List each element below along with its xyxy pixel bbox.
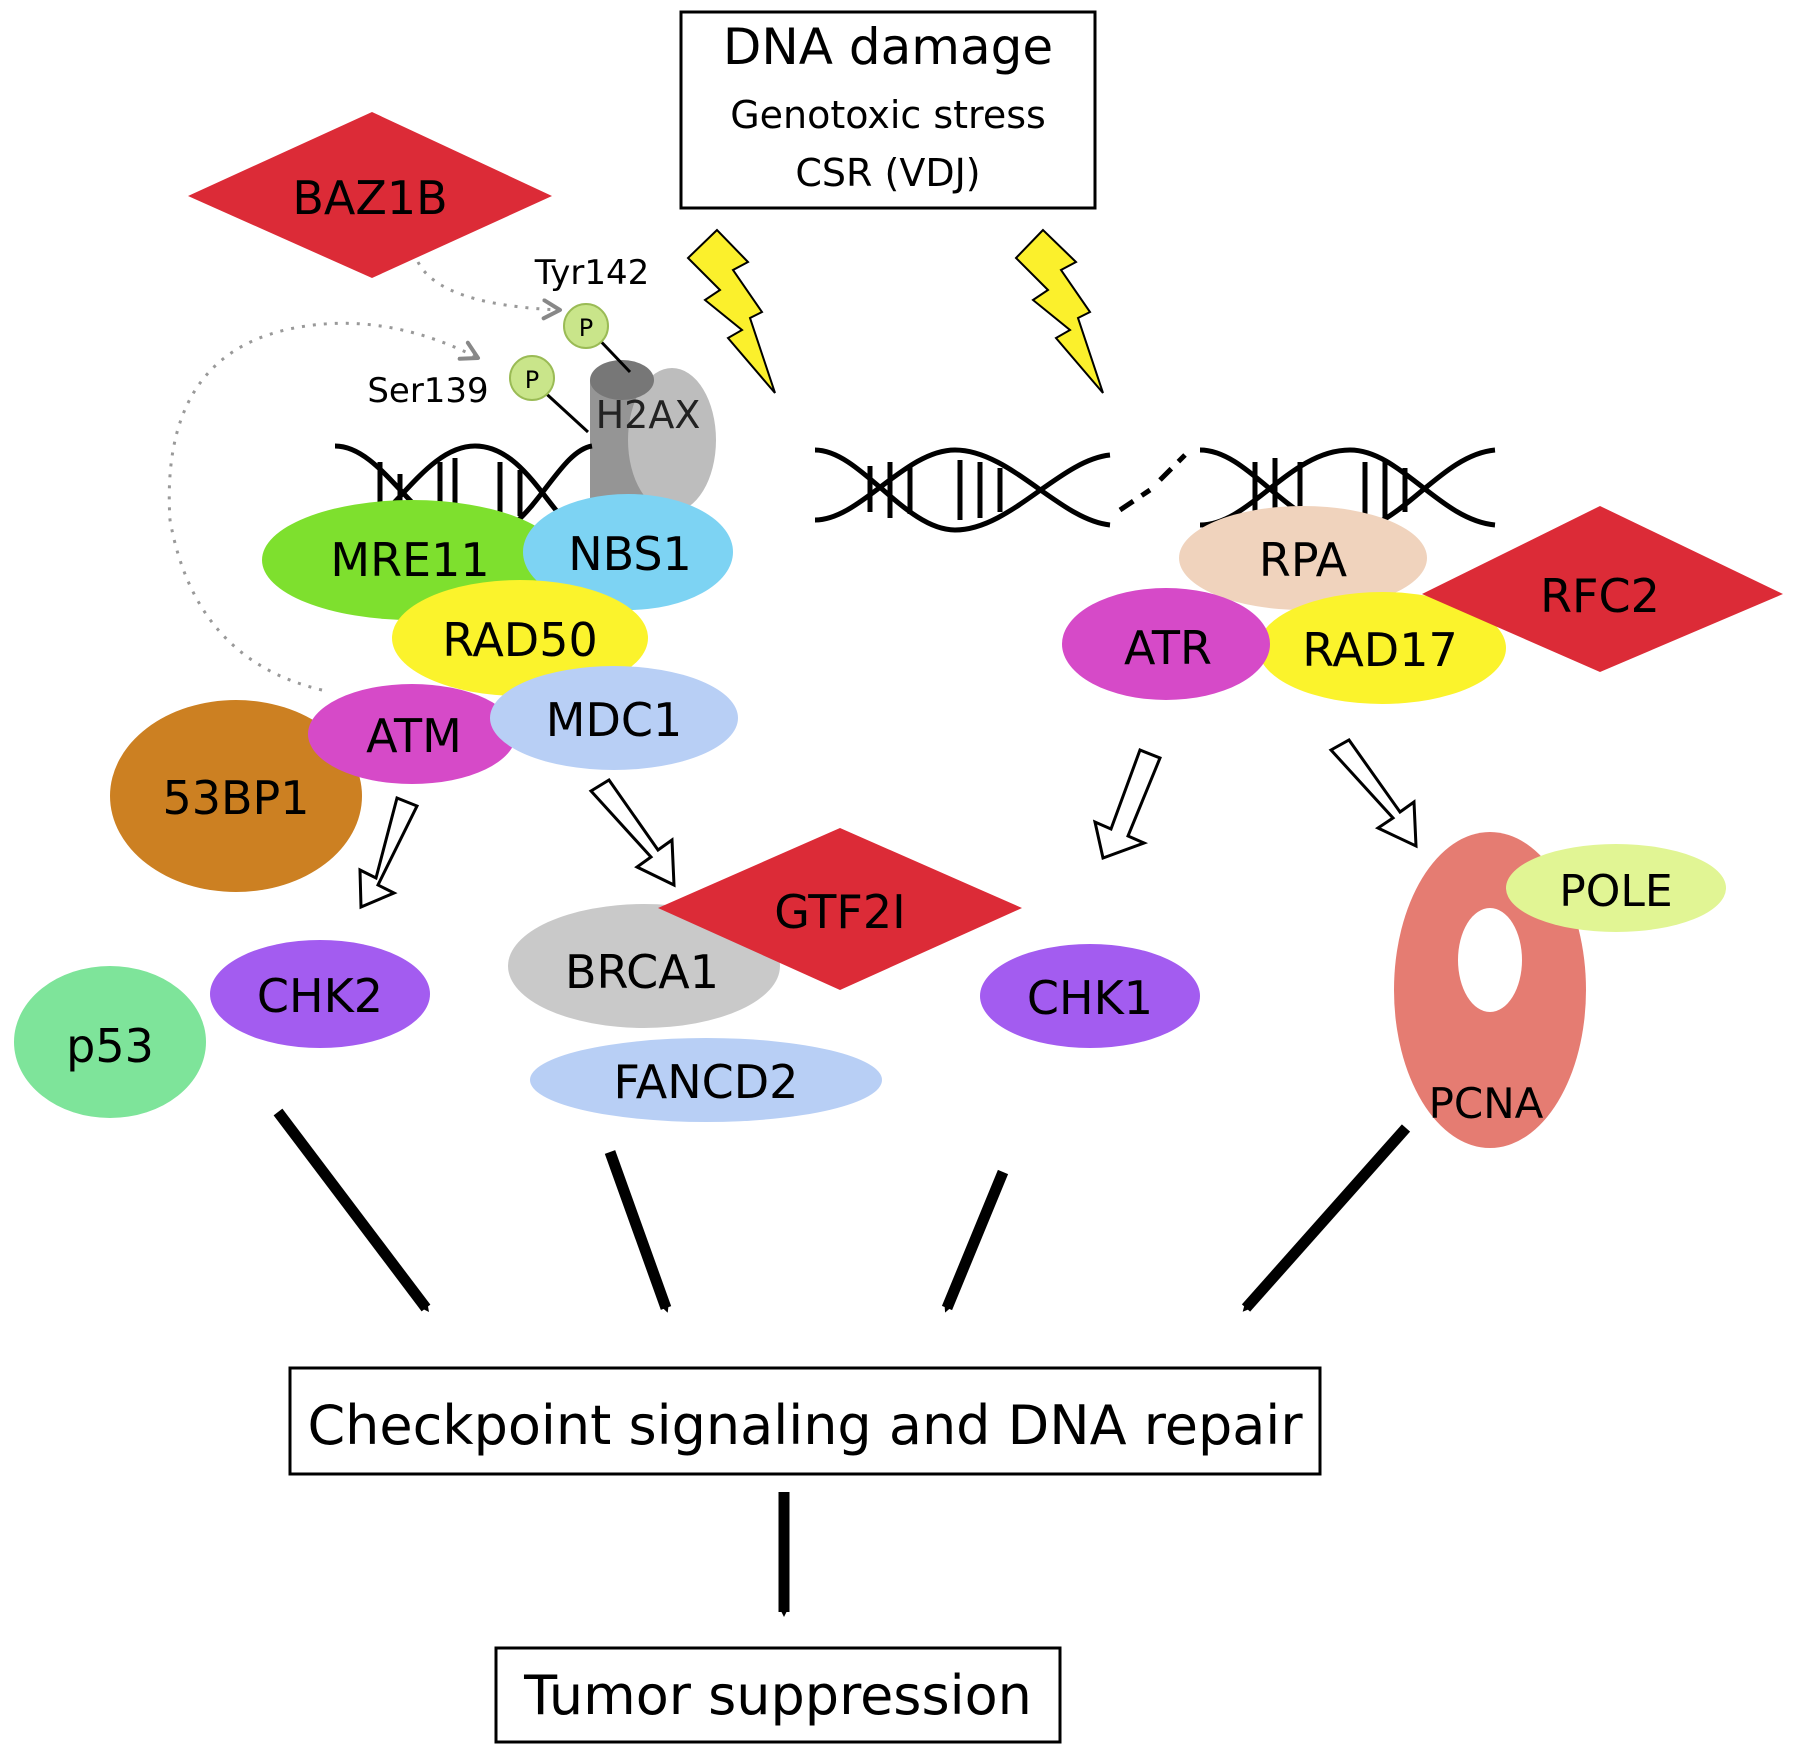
atr-protein: ATR <box>1062 588 1270 700</box>
chk2-label: CHK2 <box>257 969 383 1023</box>
atm-label: ATM <box>366 709 462 763</box>
h2ax-histone: H2AX <box>590 360 716 550</box>
gtf2i-diamond: GTF2I <box>658 828 1022 990</box>
nbs1-label: NBS1 <box>568 527 692 581</box>
pole-protein: POLE <box>1506 844 1726 932</box>
center-right-to-checkpoint-arrow <box>941 1169 1009 1313</box>
nbs1-protein: NBS1 <box>523 494 733 610</box>
p53-label: p53 <box>66 1019 154 1073</box>
tumor-suppression-label: Tumor suppression <box>523 1664 1032 1727</box>
tyr142-phospho-site: P Tyr142 <box>534 253 649 374</box>
mdc1-protein: MDC1 <box>490 666 738 770</box>
p53-protein: p53 <box>14 966 206 1118</box>
baz1b-label: BAZ1B <box>292 171 447 225</box>
h2ax-label: H2AX <box>596 393 701 437</box>
atr-to-chk1-arrow <box>1092 748 1162 860</box>
brca1-label: BRCA1 <box>565 945 719 999</box>
genotoxic-stress-label: Genotoxic stress <box>730 93 1046 137</box>
hollow-arrows <box>358 738 1418 910</box>
rpa-protein: RPA <box>1179 506 1427 610</box>
tumor-suppression-box: Tumor suppression <box>494 1646 1062 1744</box>
pole-label: POLE <box>1559 866 1672 917</box>
atr-label: ATR <box>1124 621 1212 675</box>
53bp1-label: 53BP1 <box>162 771 309 825</box>
fancd2-label: FANCD2 <box>614 1055 799 1109</box>
dna-helix-right-broken-icon <box>814 447 1496 533</box>
right-to-checkpoint-arrow <box>1241 1124 1411 1312</box>
dna-damage-box: DNA damage Genotoxic stress CSR (VDJ) <box>679 10 1097 210</box>
ser139-p-icon: P <box>525 366 539 394</box>
baz1b-diamond: BAZ1B <box>188 112 552 278</box>
rad50-protein: RAD50 <box>392 580 648 696</box>
fancd2-protein: FANCD2 <box>530 1038 882 1122</box>
chk2-protein: CHK2 <box>210 940 430 1048</box>
center-left-to-checkpoint-arrow <box>604 1150 672 1313</box>
checkpoint-box: Checkpoint signaling and DNA repair <box>288 1366 1322 1476</box>
mdc1-label: MDC1 <box>546 693 683 747</box>
rfc2-label: RFC2 <box>1540 569 1660 623</box>
53bp1-protein: 53BP1 <box>110 700 362 892</box>
ser139-phospho-site: P Ser139 <box>367 355 590 434</box>
chk1-label: CHK1 <box>1027 971 1153 1025</box>
pcna-label: PCNA <box>1429 1079 1544 1128</box>
rpa-label: RPA <box>1259 533 1348 587</box>
rad17-label: RAD17 <box>1302 623 1458 677</box>
ser139-label: Ser139 <box>367 371 488 411</box>
tyr142-label: Tyr142 <box>534 253 649 293</box>
mre11-label: MRE11 <box>330 533 489 587</box>
tyr142-p-icon: P <box>579 314 593 342</box>
dna-damage-title: DNA damage <box>723 18 1053 76</box>
rad50-label: RAD50 <box>442 613 598 667</box>
convergence-arrows <box>273 1108 1411 1617</box>
atm-protein: ATM <box>308 684 516 784</box>
mdc1-to-brca1-arrow <box>588 777 676 888</box>
rad17-to-pcna-arrow <box>1328 738 1418 849</box>
rfc2-diamond: RFC2 <box>1422 506 1783 672</box>
atm-to-chk2-arrow <box>358 795 420 910</box>
checkpoint-label: Checkpoint signaling and DNA repair <box>307 1394 1303 1457</box>
lightning-bolt-left-icon <box>686 228 776 394</box>
gtf2i-label: GTF2I <box>774 885 905 939</box>
left-to-checkpoint-arrow <box>273 1108 431 1312</box>
brca1-protein: BRCA1 <box>508 904 780 1028</box>
lightning-bolt-right-icon <box>1014 228 1104 394</box>
rad17-protein: RAD17 <box>1258 592 1506 704</box>
baz1b-to-tyr142-dotted-arrow <box>416 261 562 321</box>
chk1-protein: CHK1 <box>980 944 1200 1048</box>
csr-vdj-label: CSR (VDJ) <box>795 151 980 195</box>
